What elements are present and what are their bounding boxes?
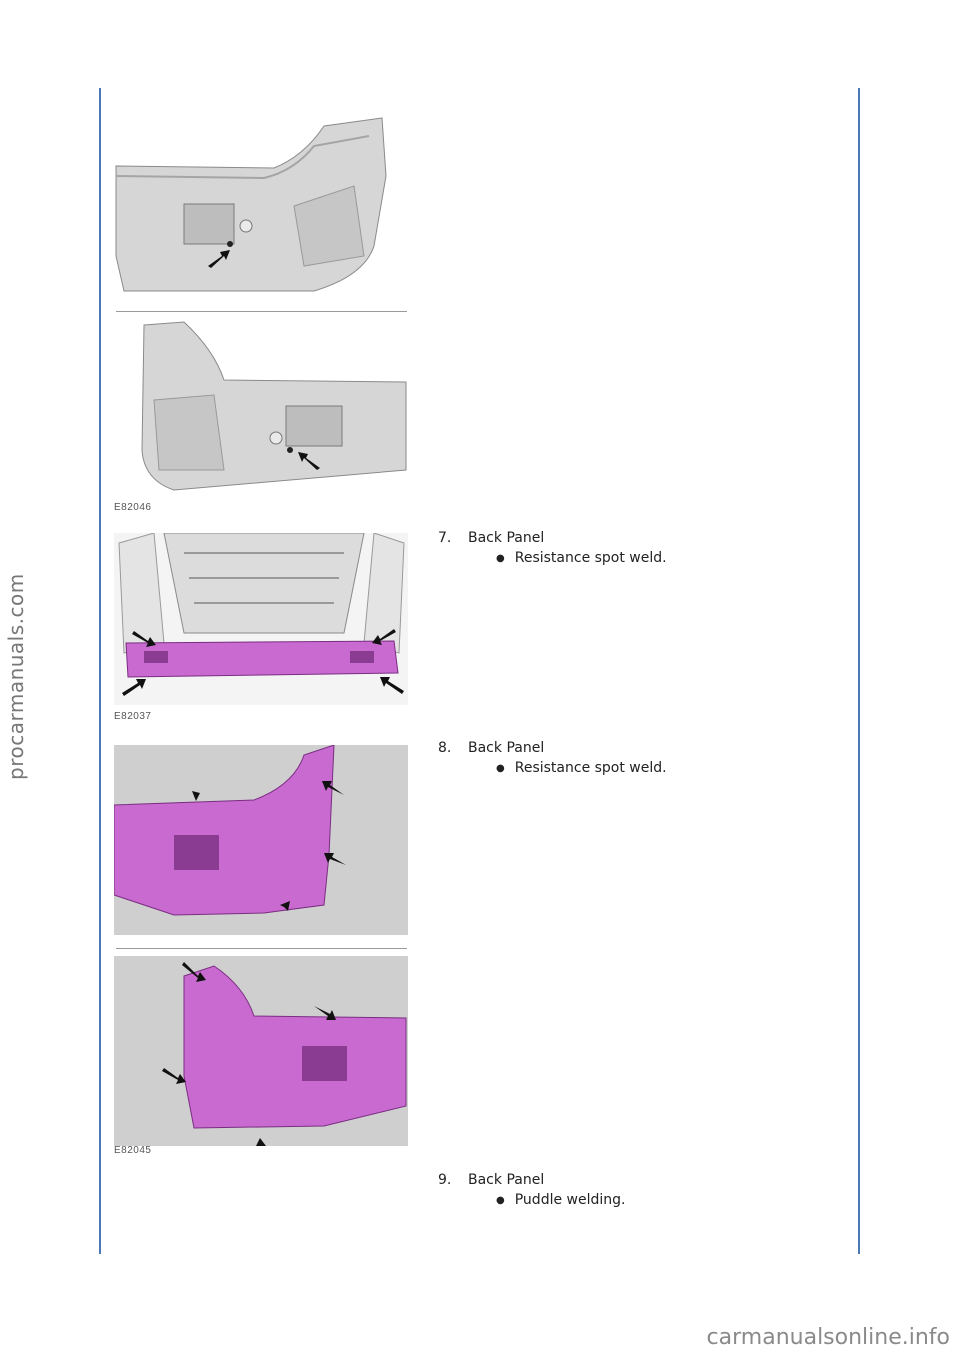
- step-9: 9. Back Panel Puddle welding.: [438, 1170, 625, 1212]
- figure-panel-top-view-1: [114, 116, 408, 298]
- step-title: Back Panel: [468, 740, 545, 756]
- step-bullet: Resistance spot weld.: [496, 548, 667, 570]
- step-title: Back Panel: [468, 1172, 545, 1188]
- left-margin-rule: [99, 88, 101, 1254]
- step-number: 7.: [438, 530, 452, 546]
- side-watermark: procarmanuals.com: [4, 573, 28, 780]
- figure-panel-top-view-2: [114, 745, 408, 935]
- figure-separator: [116, 311, 407, 312]
- step-number: 9.: [438, 1172, 452, 1188]
- figure-separator: [116, 948, 407, 949]
- figure-code: E82045: [114, 1145, 152, 1156]
- figure-back-panel-rear-view: [114, 533, 408, 705]
- step-7: 7. Back Panel Resistance spot weld.: [438, 528, 667, 570]
- step-8: 8. Back Panel Resistance spot weld.: [438, 738, 667, 780]
- step-title: Back Panel: [468, 530, 545, 546]
- figure-panel-bottom-view-2: [114, 956, 408, 1146]
- figure-code: E82037: [114, 711, 152, 722]
- step-bullet: Resistance spot weld.: [496, 758, 667, 780]
- footer-watermark: carmanualsonline.info: [706, 1325, 950, 1350]
- figure-panel-bottom-view-1: [114, 320, 408, 500]
- step-bullet: Puddle welding.: [496, 1190, 626, 1212]
- figure-code: E82046: [114, 502, 152, 513]
- right-margin-rule: [858, 88, 860, 1254]
- step-number: 8.: [438, 740, 452, 756]
